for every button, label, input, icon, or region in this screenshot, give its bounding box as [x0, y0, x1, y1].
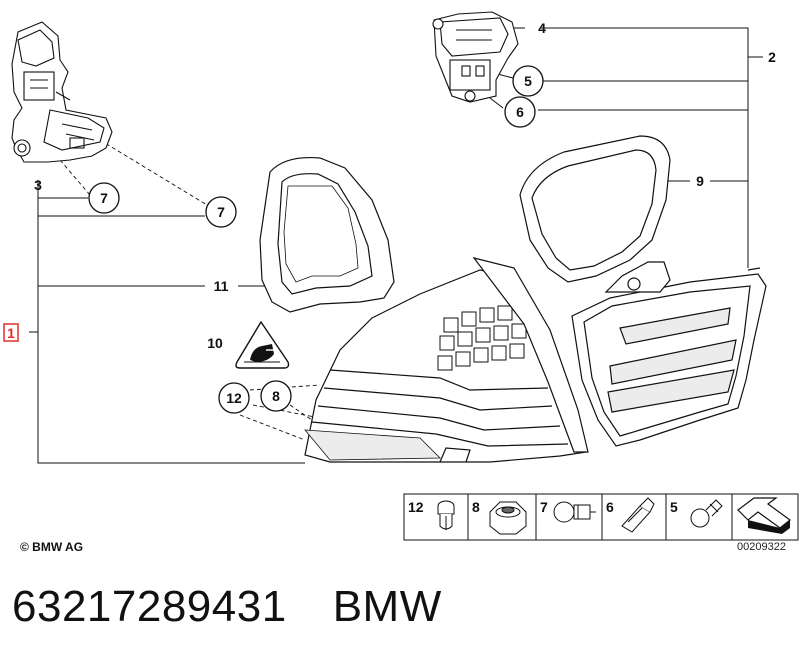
callout-10-label: 10: [207, 335, 223, 351]
drawing-number: 00209322: [737, 541, 786, 553]
legend-number-7: 7: [540, 499, 548, 515]
highlight-box: 1: [3, 323, 19, 342]
callout-4-label: 4: [538, 20, 546, 36]
legend-number-8: 8: [472, 499, 480, 515]
parts-diagram: 7 7 5 6 8 12 1 2 3 4 9 10 11 12: [3, 11, 799, 541]
callout-7b-label: 7: [217, 204, 225, 220]
bulb-holder-part: [11, 21, 113, 163]
callout-2-label: 2: [768, 49, 776, 65]
warning-label-part: [235, 321, 290, 369]
inner-bulb-holder-part: [432, 11, 519, 103]
callout-12: 12: [218, 382, 250, 414]
inner-gasket-part: [519, 135, 671, 283]
legend-number-12: 12: [408, 499, 424, 515]
callout-3-label: 3: [34, 177, 42, 193]
callout-9-label: 9: [696, 173, 704, 189]
direction-arrow-icon: [737, 497, 791, 534]
inner-tail-light-part: [571, 261, 767, 447]
bulb-small-icon: [690, 499, 723, 528]
outer-gasket-part: [259, 156, 395, 313]
callout-6-label: 6: [516, 104, 524, 120]
bulb-wedge-icon: [621, 497, 655, 533]
brand-name: BMW: [332, 582, 442, 631]
callout-1-label: 1: [7, 325, 15, 341]
legend-item-6: 6: [606, 497, 655, 533]
legend-number-5: 5: [670, 499, 678, 515]
legend-item-8: 8: [472, 499, 527, 535]
callout-5: 5: [512, 65, 544, 97]
callout-7b: 7: [205, 196, 237, 228]
clip-icon: [437, 500, 455, 530]
callout-7a-label: 7: [100, 190, 108, 206]
callout-5-label: 5: [524, 73, 532, 89]
legend-number-6: 6: [606, 499, 614, 515]
legend-item-12: 12: [408, 499, 455, 530]
outer-tail-light-part: [304, 257, 589, 463]
legend-item-7: 7: [540, 499, 596, 523]
legend-item-5: 5: [670, 499, 723, 528]
callout-12-label: 12: [226, 390, 242, 406]
callout-8: 8: [260, 380, 292, 412]
callout-7a: 7: [88, 182, 120, 214]
bulb-ball-icon: [553, 501, 596, 523]
copyright-notice: © BMW AG: [20, 540, 84, 554]
part-number: 63217289431: [12, 582, 287, 631]
parts-legend: [403, 493, 799, 541]
callout-6: 6: [504, 96, 536, 128]
callout-11-label: 11: [214, 278, 229, 294]
callout-8-label: 8: [272, 388, 280, 404]
nut-icon: [489, 501, 527, 535]
part-caption: 63217289431 BMW: [12, 582, 442, 632]
